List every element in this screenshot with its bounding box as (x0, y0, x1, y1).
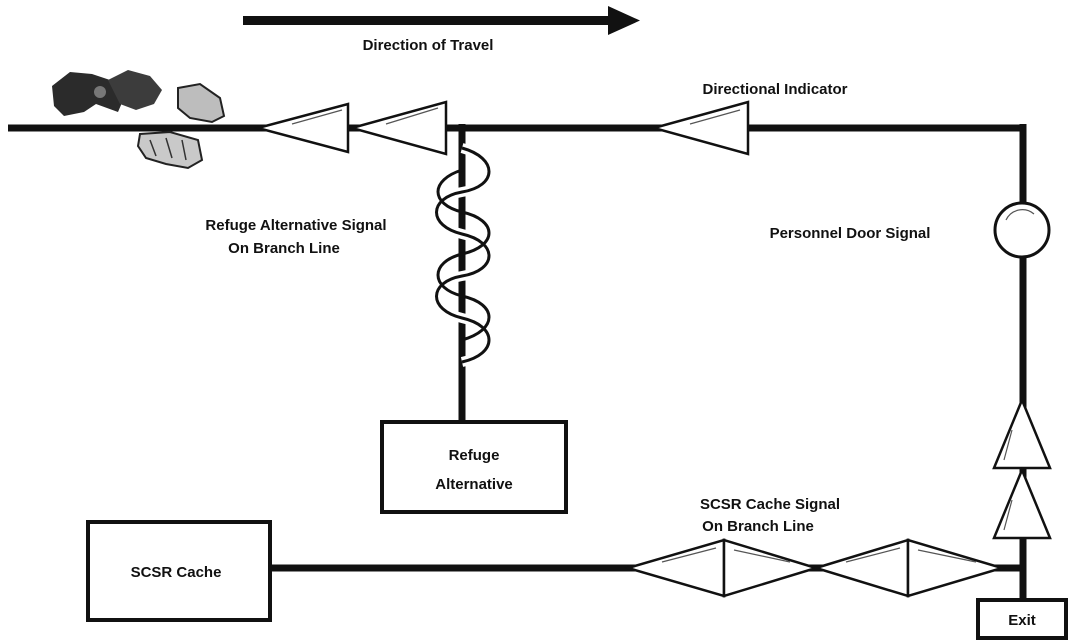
directional-cone (649, 100, 750, 156)
scsr-cache-signal-label-line2: On Branch Line (702, 518, 814, 535)
scsr-cache-signal-icon (623, 538, 1007, 598)
direction-label: Direction of Travel (363, 37, 494, 54)
refuge-signal-label-line1: Refuge Alternative Signal (205, 217, 386, 234)
personnel-door-signal-icon (993, 201, 1051, 259)
directional-cone (992, 396, 1052, 470)
directional-cone (253, 102, 350, 154)
directional-cone (992, 466, 1052, 540)
directional-cone (347, 100, 448, 156)
refuge-signal-label-line2: On Branch Line (228, 240, 340, 257)
refuge-box-label-line1: Refuge (449, 447, 500, 464)
refuge-box-label-line2: Alternative (435, 476, 513, 493)
directional-indicator-label: Directional Indicator (702, 81, 847, 98)
personnel-door-signal-label: Personnel Door Signal (770, 225, 931, 242)
refuge-alternative-box: Refuge Alternative (380, 420, 568, 514)
exit-label: Exit (1008, 612, 1036, 629)
exit-box: Exit (976, 598, 1068, 640)
direction-arrow-icon (243, 6, 640, 35)
scsr-cache-box-label: SCSR Cache (131, 564, 222, 581)
scsr-cache-box: SCSR Cache (86, 520, 272, 622)
gloved-hand-icon (52, 70, 226, 170)
scsr-cache-signal-label-line1: SCSR Cache Signal (700, 496, 840, 513)
refuge-coil-icon (431, 143, 494, 367)
